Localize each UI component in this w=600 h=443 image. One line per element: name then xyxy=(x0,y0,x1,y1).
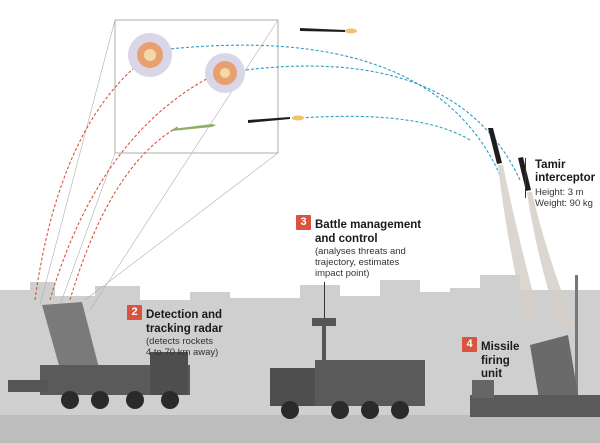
tamir-title-line1: Tamir xyxy=(535,159,566,171)
incoming-rocket-paths xyxy=(34,54,221,301)
radar-title-line1: Detection and xyxy=(146,309,223,321)
radar-truck xyxy=(8,302,190,409)
bmc-desc-line3: impact point) xyxy=(315,268,370,279)
label-battle-management: 3 Battle management and control (analyses… xyxy=(296,215,421,279)
tamir-leader-line xyxy=(525,158,526,198)
tamir-title-line2: interceptor xyxy=(535,172,596,184)
battle-management-truck xyxy=(270,318,425,419)
ground-strip xyxy=(0,415,600,443)
bmc-title-line1: Battle management xyxy=(315,219,422,231)
step-badge-2: 2 xyxy=(127,305,142,320)
radar-title-line2: tracking radar xyxy=(146,323,223,335)
missile-flames xyxy=(292,28,357,121)
mfu-title-line2: firing xyxy=(481,355,510,367)
step-badge-3: 3 xyxy=(296,215,311,230)
interceptor-missiles xyxy=(248,28,531,191)
label-detection-radar: 2 Detection and tracking radar (detects r… xyxy=(127,305,223,358)
explosion-1 xyxy=(128,33,172,77)
tamir-height: Height: 3 m xyxy=(535,187,584,198)
radar-desc-line2: 4 to 70 km away) xyxy=(146,347,219,358)
bmc-leader-line xyxy=(324,282,325,318)
bmc-desc-line2: trajectory, estimates xyxy=(315,257,400,268)
zoom-lines xyxy=(39,19,279,311)
city-skyline xyxy=(0,275,600,443)
zoom-frame xyxy=(114,19,279,154)
explosion-2 xyxy=(205,53,245,93)
smoke-trails xyxy=(498,165,575,330)
mfu-title-line3: unit xyxy=(481,368,503,380)
interceptor-paths xyxy=(159,44,521,181)
mfu-title-line1: Missile xyxy=(481,341,520,353)
incoming-rocket xyxy=(172,124,216,131)
tamir-weight: Weight: 90 kg xyxy=(535,198,593,209)
missile-launcher xyxy=(470,275,600,417)
bmc-desc-line1: (analyses threats and xyxy=(315,246,406,257)
radar-desc-line1: (detects rockets xyxy=(146,336,214,347)
bmc-title-line2: and control xyxy=(315,233,378,245)
label-missile-firing-unit: 4 Missile firing unit xyxy=(462,337,519,381)
step-badge-4: 4 xyxy=(462,337,477,352)
label-tamir-interceptor: Tamir interceptor Height: 3 m Weight: 90… xyxy=(535,159,595,209)
